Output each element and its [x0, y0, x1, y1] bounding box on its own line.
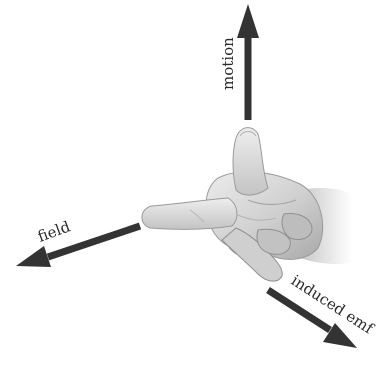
- hand-icon: [141, 127, 352, 282]
- field-arrow: [16, 222, 142, 267]
- motion-label: motion: [219, 37, 237, 90]
- field-label: field: [35, 217, 73, 245]
- motion-arrow: [237, 4, 259, 120]
- induced-emf-arrow: [266, 287, 357, 348]
